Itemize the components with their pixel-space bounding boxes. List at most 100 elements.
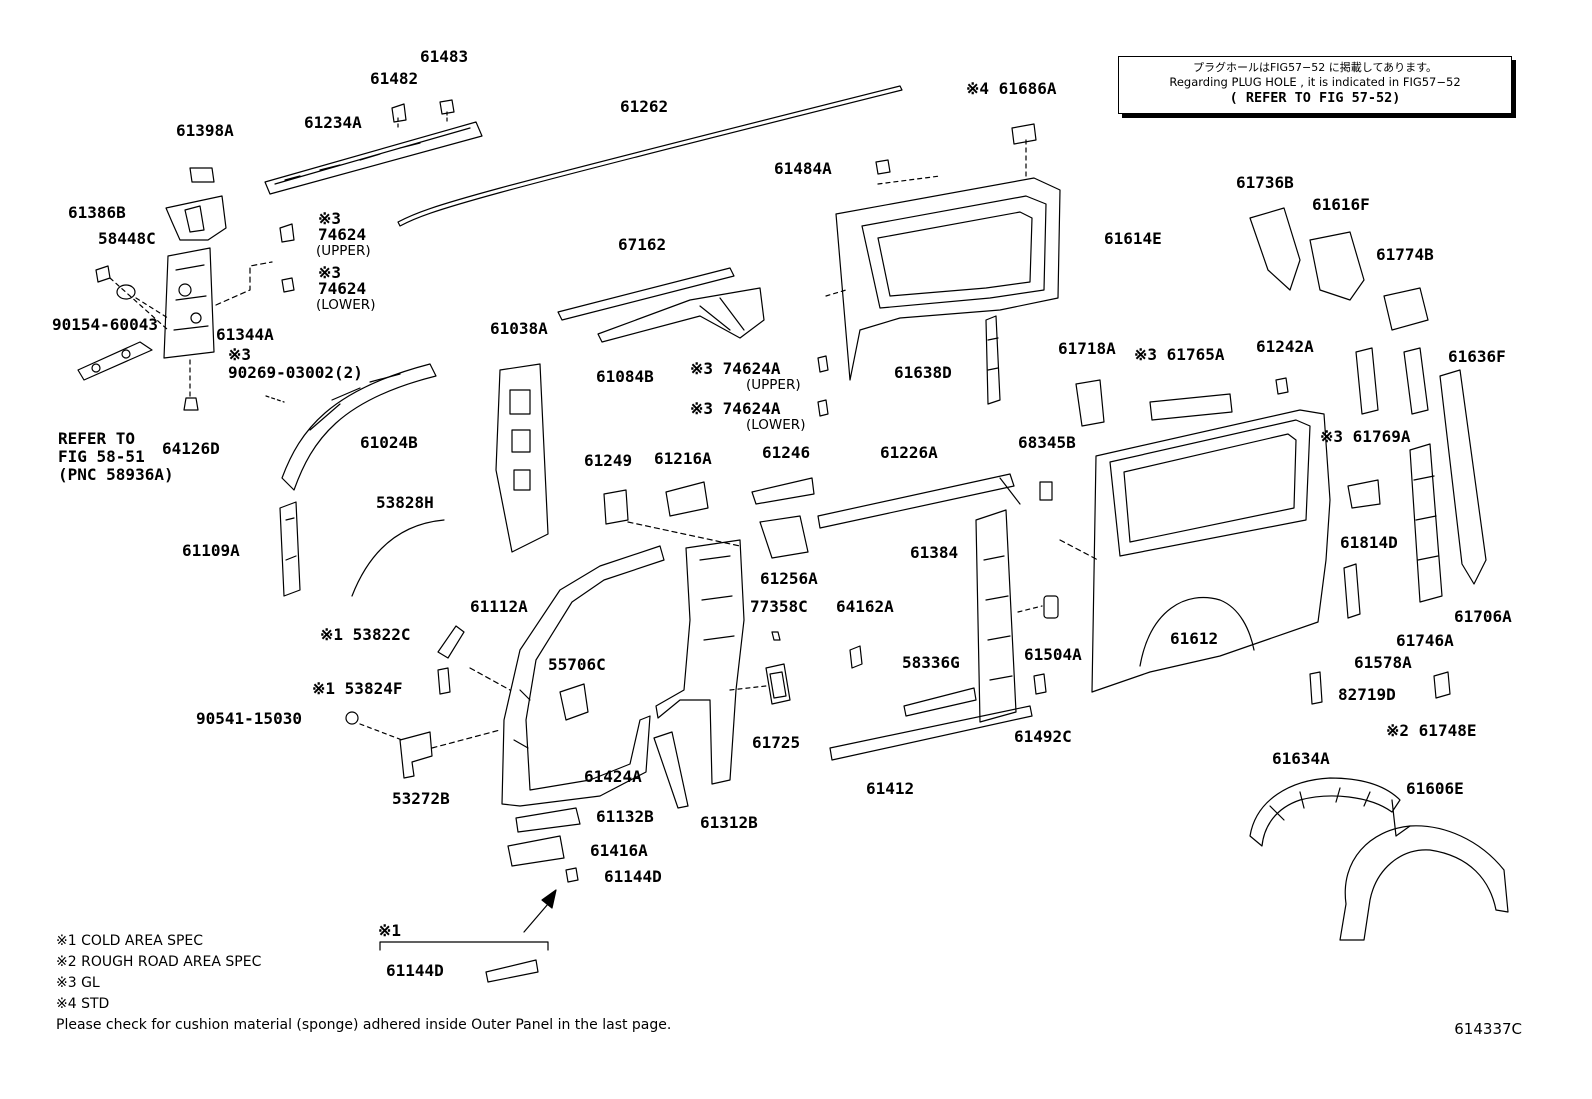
front-door-frame-61112A: [501, 545, 665, 807]
bracket-61814D: [1347, 479, 1381, 509]
rocker-58336G: [903, 687, 977, 717]
bracket-61748E: [1433, 671, 1451, 699]
part-label-64126D: 64126D: [162, 439, 220, 458]
part-label-61706A: 61706A: [1454, 607, 1512, 626]
clip-61144D: [565, 867, 579, 883]
part-label-61636F: 61636F: [1448, 347, 1506, 366]
note-english-line: Regarding PLUG HOLE , it is indicated in…: [1169, 75, 1461, 89]
figure-code: 614337C: [1454, 1020, 1522, 1038]
bracket-61736B: [1249, 207, 1301, 291]
bolt-and-grommet-parts: [95, 265, 169, 331]
part-label-61638D: 61638D: [894, 363, 952, 382]
hinge-53272B: [399, 667, 511, 779]
panel-61718A: [1075, 379, 1105, 427]
part-label-90269-03002: 90269-03002(2): [228, 363, 363, 382]
cap-61504A: [1043, 595, 1059, 619]
part-label-61234A: 61234A: [304, 113, 362, 132]
legend-std: ※4 STD: [56, 996, 110, 1012]
bracket-61769A: [1355, 347, 1379, 415]
bracket-61256A: [759, 515, 809, 559]
pillar-bracket-parts: [165, 167, 227, 241]
part-label-61312B: 61312B: [700, 813, 758, 832]
part-label-90541-15030: 90541-15030: [196, 709, 302, 728]
part-label-61686A: ※4 61686A: [966, 79, 1057, 98]
part-label-61484A: 61484A: [774, 159, 832, 178]
part-label-61024B: 61024B: [360, 433, 418, 452]
part-label-61774B: 61774B: [1376, 245, 1434, 264]
part-label-61216A: 61216A: [654, 449, 712, 468]
part-label-61504A: 61504A: [1024, 645, 1082, 664]
part-label-61769A: ※3 61769A: [1320, 427, 1411, 446]
part-label-61144D: 61144D: [604, 867, 662, 886]
part-label-74624-upper: 74624: [318, 225, 367, 244]
clip-77358C: [771, 631, 781, 641]
clip-53824F: [437, 667, 451, 695]
clip-61249: [603, 489, 629, 525]
part-label-61398A: 61398A: [176, 121, 234, 140]
reinforcement-61638D: [985, 315, 1001, 405]
part-label-cold-mark: ※1: [378, 921, 402, 940]
weatherstrip-53828H: [351, 519, 445, 597]
part-label-74624A-lower: ※3 74624A: [690, 399, 781, 418]
bracket-61616F: [1309, 231, 1365, 301]
legend-rough-road: ※2 ROUGH ROAD AREA SPEC: [56, 954, 262, 970]
part-label-64162A: 64162A: [836, 597, 894, 616]
refer-note-line2: FIG 58-51: [58, 447, 145, 466]
part-label-61384: 61384: [910, 543, 959, 562]
clip-61686A: [1011, 123, 1037, 145]
part-label-61256A: 61256A: [760, 569, 818, 588]
part-label-61226A: 61226A: [880, 443, 938, 462]
clip-64162A: [849, 645, 863, 669]
rocker-61412: [829, 705, 1033, 761]
part-label-61412: 61412: [866, 779, 915, 798]
part-label-61578A: 61578A: [1354, 653, 1412, 672]
step-61416A: [507, 835, 565, 867]
cushion-note: Please check for cushion material (spong…: [56, 1017, 672, 1033]
part-label-61246: 61246: [762, 443, 811, 462]
plate-61492C: [1033, 673, 1047, 695]
wheel-housing-61634A: [1249, 777, 1401, 847]
step-61144D-lower: [485, 959, 539, 983]
clip-61484A: [875, 159, 891, 175]
part-label-61344A: 61344A: [216, 325, 274, 344]
part-label-58448C: 58448C: [98, 229, 156, 248]
part-label-61424A: 61424A: [584, 767, 642, 786]
part-label-61614E: 61614E: [1104, 229, 1162, 248]
part-label-61736B: 61736B: [1236, 173, 1294, 192]
part-label-61718A: 61718A: [1058, 339, 1116, 358]
bracket-line-cold-spec: [379, 941, 549, 951]
bracket-61578A: [1343, 563, 1361, 619]
clip-53822C: [437, 625, 465, 659]
roof-rail-67162: [557, 267, 735, 321]
part-label-53824F: ※1 53824F: [312, 679, 403, 698]
plug-hole-reference-note: プラグホールはFIG57−52 に掲載してあります。 Regarding PLU…: [1118, 56, 1512, 114]
arrow-pointer: [523, 889, 557, 933]
part-label-61748E: ※2 61748E: [1386, 721, 1477, 740]
clip-74624A-parts: [817, 289, 847, 417]
pillar-reinforcement-part: [77, 341, 153, 381]
part-label-gl-mark-3: ※3: [228, 345, 252, 364]
part-label-74624A-upper: ※3 74624A: [690, 359, 781, 378]
note-japanese-line: プラグホールはFIG57−52 に掲載してあります。: [1192, 61, 1438, 74]
center-pillar-61384: [975, 509, 1043, 723]
part-label-77358C: 77358C: [750, 597, 808, 616]
bracket-61774B: [1383, 287, 1429, 331]
side-outer-panel-61612: [1059, 409, 1331, 693]
rail-61226A: [817, 473, 1021, 529]
center-pillar-inner-61038A: [495, 363, 549, 553]
part-label-61038A: 61038A: [490, 319, 548, 338]
bracket-61216A: [627, 481, 741, 547]
part-label-61084B: 61084B: [596, 367, 654, 386]
part-label-61416A: 61416A: [590, 841, 648, 860]
front-roof-side-inner-part: [265, 363, 437, 491]
part-label-61814D: 61814D: [1340, 533, 1398, 552]
roof-side-rail-part: [264, 121, 483, 195]
legend-cold-area: ※1 COLD AREA SPEC: [56, 933, 204, 949]
part-label-53822C: ※1 53822C: [320, 625, 411, 644]
part-label-61765A: ※3 61765A: [1134, 345, 1225, 364]
part-sublabel-lower: (LOWER): [316, 297, 376, 313]
fuel-lid-61725: [729, 663, 791, 705]
part-label-61262: 61262: [620, 97, 669, 116]
